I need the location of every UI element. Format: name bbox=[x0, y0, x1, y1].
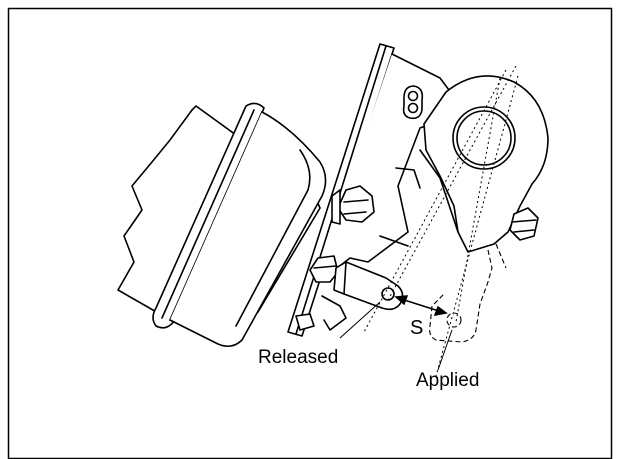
applied-leader-line bbox=[437, 329, 453, 371]
bracket-foot bbox=[321, 295, 347, 331]
chamber-clamp-ring bbox=[152, 102, 265, 329]
released-label: Released bbox=[258, 347, 338, 368]
stroke-label: S bbox=[410, 317, 423, 339]
bolt-bottom bbox=[295, 313, 315, 331]
stroke-dimension-arrow bbox=[394, 295, 448, 316]
applied-label: Applied bbox=[416, 370, 479, 391]
chamber-flange bbox=[169, 111, 327, 348]
bolt-lower bbox=[309, 255, 339, 283]
released-leader-line bbox=[339, 301, 381, 339]
adjuster-hub bbox=[452, 106, 516, 170]
center-lines bbox=[363, 65, 519, 377]
push-rod-clevis bbox=[333, 261, 404, 311]
bolt-upper bbox=[331, 185, 375, 225]
adjuster-bolt bbox=[509, 207, 539, 241]
applied-position-outline bbox=[429, 243, 507, 343]
